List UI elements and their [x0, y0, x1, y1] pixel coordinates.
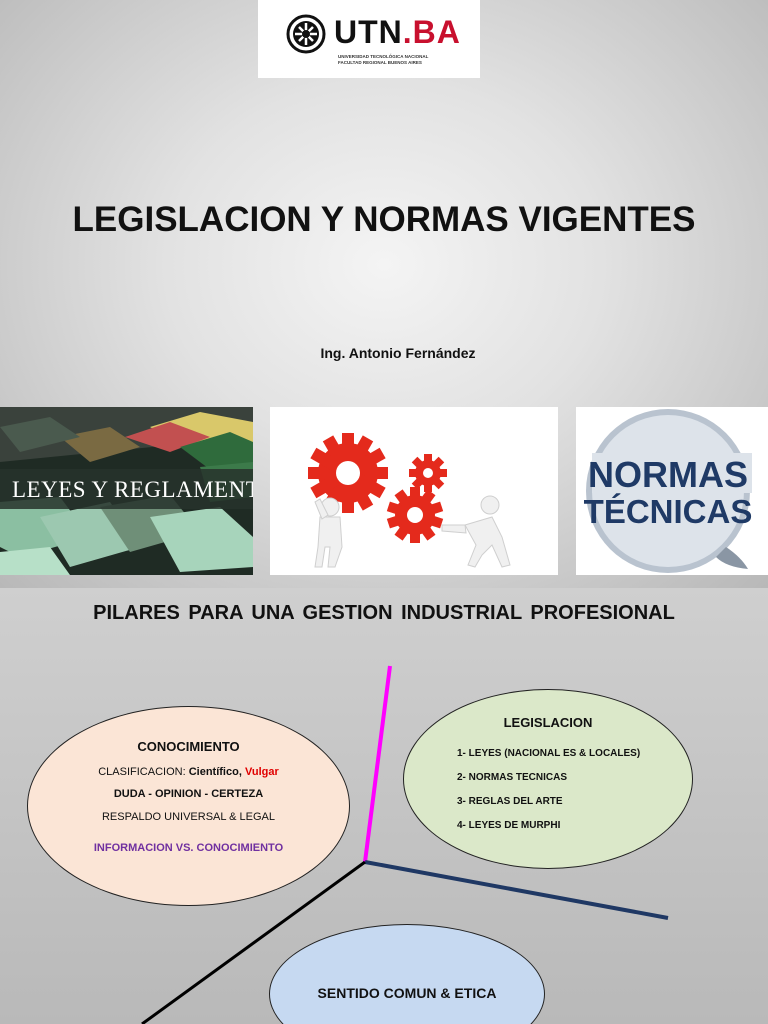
- logo-wordmark: UTN.BA: [334, 14, 461, 51]
- black-line: [141, 860, 366, 1024]
- conocimiento-heading: CONOCIMIENTO: [137, 739, 240, 754]
- utn-emblem-icon: [286, 14, 326, 54]
- title-slide: UTN.BA UNIVERSIDAD TECNOLÓGICA NACIONAL …: [0, 0, 768, 588]
- sentido-comun-heading: SENTIDO COMUN & ETICA: [317, 985, 497, 1001]
- gears-illustration: [308, 433, 511, 568]
- logo-subtitle: UNIVERSIDAD TECNOLÓGICA NACIONAL FACULTA…: [338, 54, 468, 66]
- magenta-line: [363, 665, 392, 863]
- leyes-reglamentos-image: LEYES Y REGLAMENTOS: [0, 407, 253, 575]
- logo-sub-line1: UNIVERSIDAD TECNOLÓGICA NACIONAL: [338, 54, 429, 59]
- clasif-vulgar: Vulgar: [244, 766, 279, 778]
- author-name: Ing. Antonio Fernández: [320, 345, 476, 361]
- navy-line: [364, 860, 669, 920]
- clasif-cientifico: Científico,: [188, 766, 245, 778]
- respaldo-line: RESPALDO UNIVERSAL & LEGAL: [101, 811, 275, 823]
- logo-sub-line2: FACULTAD REGIONAL BUENOS AIRES: [338, 60, 422, 65]
- legislacion-item: 3- REGLAS DEL ARTE: [457, 796, 563, 807]
- legislacion-heading: LEGISLACION: [503, 715, 593, 730]
- gears-image: [270, 407, 558, 575]
- logo-ba: .BA: [402, 14, 461, 50]
- duda-line: DUDA - OPINION - CERTEZA: [113, 788, 264, 800]
- leyes-label: LEYES Y REGLAMENTOS: [12, 477, 253, 502]
- legislacion-ellipse: LEGISLACION 1- LEYES (NACIONAL ES & LOCA…: [403, 689, 693, 869]
- pilares-slide: PILARES PARA UNA GESTION INDUSTRIAL PROF…: [0, 588, 768, 1024]
- logo-utn: UTN: [334, 14, 403, 50]
- document-stack-illustration: [0, 407, 253, 575]
- tecnicas-word: TÉCNICAS: [584, 493, 753, 530]
- legislacion-item: 1- LEYES (NACIONAL ES & LOCALES): [457, 748, 641, 759]
- legislacion-item: 2- NORMAS TECNICAS: [457, 772, 568, 783]
- clasificacion-line: CLASIFICACION: Científico, Vulgar: [28, 766, 349, 778]
- legislacion-item: 4- LEYES DE MURPHI: [457, 820, 561, 831]
- pilares-title: PILARES PARA UNA GESTION INDUSTRIAL PROF…: [93, 602, 675, 624]
- utn-logo: UTN.BA UNIVERSIDAD TECNOLÓGICA NACIONAL …: [258, 0, 480, 78]
- slide-title: LEGISLACION Y NORMAS VIGENTES: [72, 200, 696, 239]
- conocimiento-ellipse: CONOCIMIENTO CLASIFICACION: Científico, …: [27, 706, 350, 906]
- normas-word: NORMAS: [588, 454, 748, 495]
- connector-lines: [141, 665, 669, 1024]
- clasif-label: CLASIFICACION:: [98, 766, 189, 778]
- informacion-line: INFORMACION VS. CONOCIMIENTO: [93, 842, 284, 854]
- normas-tecnicas-badge: NORMAS TÉCNICAS: [584, 409, 753, 573]
- normas-tecnicas-image: NORMAS TÉCNICAS: [576, 407, 768, 575]
